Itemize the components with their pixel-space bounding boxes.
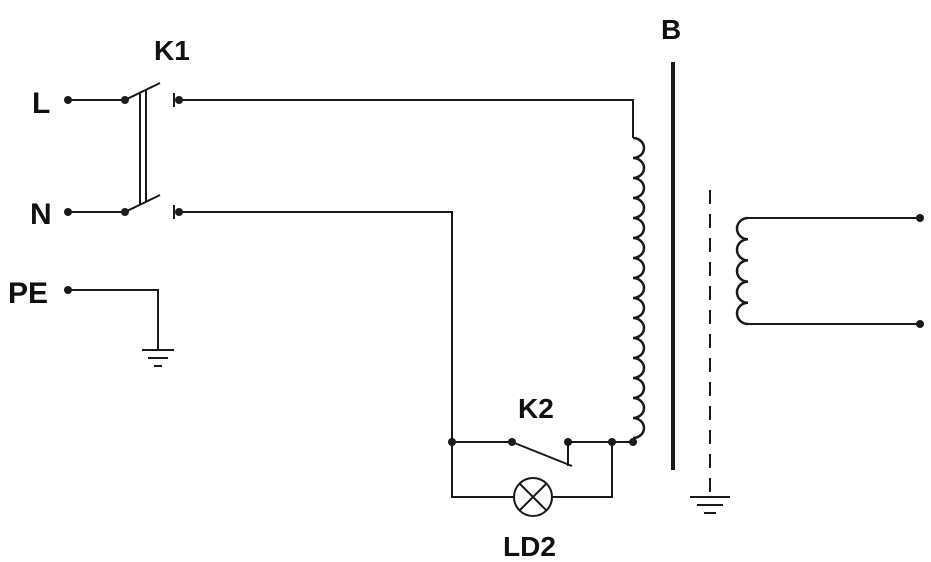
terminal-label-n: N <box>30 198 52 231</box>
primary-winding <box>632 136 646 440</box>
switch-label-k1: K1 <box>154 35 190 66</box>
lamp-label-ld2: LD2 <box>503 531 556 562</box>
neutral-wire-to-branch <box>179 211 453 442</box>
terminal-label-l: L <box>32 87 50 120</box>
line-input-wire <box>64 96 129 104</box>
transformer-shield <box>690 190 730 514</box>
switch-label-k2: K2 <box>518 393 554 424</box>
line-wire-to-primary <box>179 99 634 138</box>
terminal-label-pe: PE <box>8 277 48 310</box>
earth-connection <box>64 286 174 367</box>
bypass-switch-k2 <box>448 438 637 467</box>
secondary-winding <box>735 214 924 328</box>
indicator-lamp-ld2 <box>451 442 613 517</box>
neutral-input-wire <box>64 208 129 216</box>
transformer-label-b: B <box>661 14 681 45</box>
main-switch-k1 <box>124 82 183 219</box>
